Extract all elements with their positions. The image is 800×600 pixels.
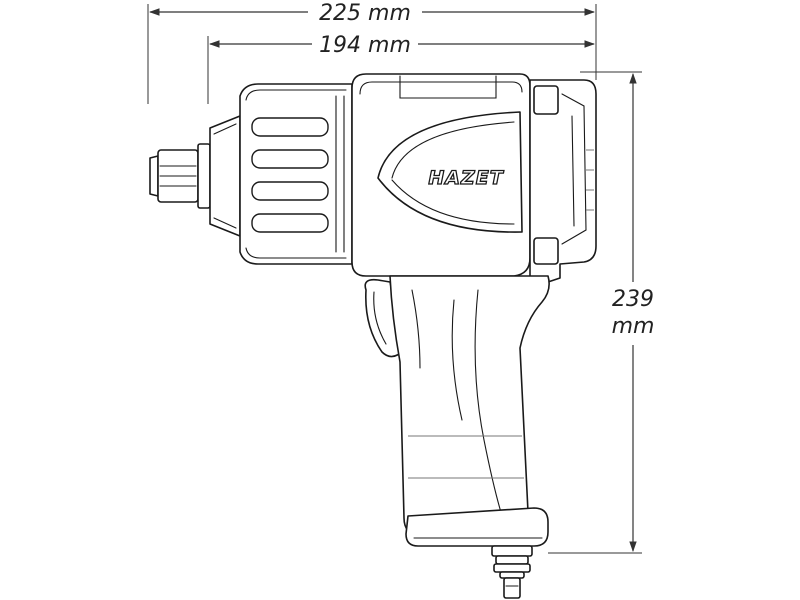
overall-length-label: 225 mm (319, 1, 411, 26)
handle-grip (389, 275, 550, 547)
cooling-fin (251, 181, 329, 201)
dimension-body-length: 194 mm (207, 33, 597, 104)
motor-housing: HAZET (351, 73, 531, 277)
rear-cap (529, 79, 597, 283)
square-drive-anvil (149, 143, 211, 209)
cooling-fin (251, 117, 329, 137)
dimension-overall-length: 225 mm (147, 1, 597, 104)
dimension-height: 239 mm (548, 71, 655, 554)
impact-wrench: HAZET (149, 73, 597, 599)
cooling-fin (251, 213, 329, 233)
cooling-fin (251, 149, 329, 169)
logo-swoosh (377, 111, 523, 233)
hammer-housing (239, 83, 353, 265)
body-length-label: 194 mm (319, 33, 411, 58)
air-inlet-fitting (491, 545, 533, 599)
height-unit-label: mm (612, 314, 655, 339)
nose-collar (209, 115, 241, 237)
brand-logo: HAZET (428, 167, 504, 189)
height-value-label: 239 (612, 287, 654, 312)
trigger (364, 278, 405, 358)
